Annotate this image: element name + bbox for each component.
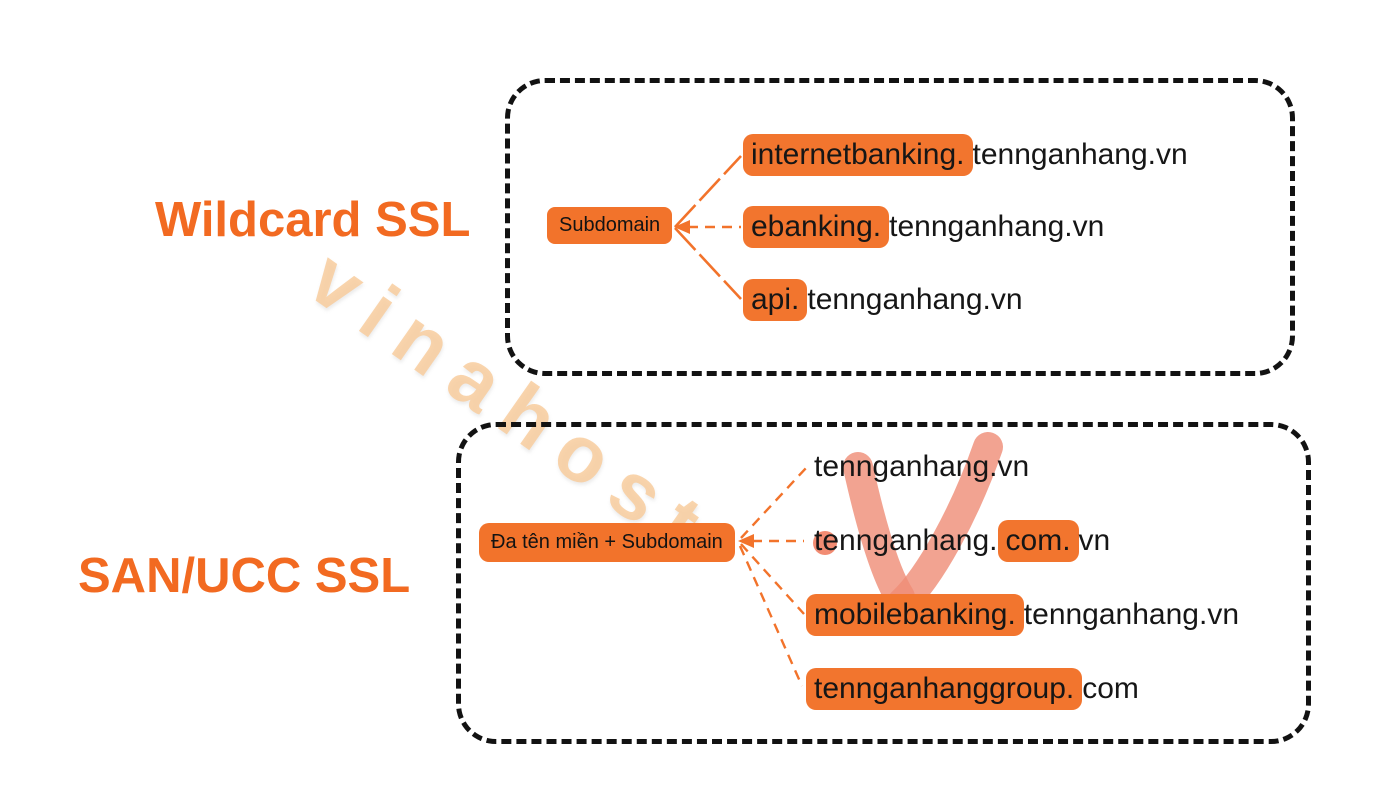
- wildcard-box: [505, 78, 1295, 376]
- domain-row: api.tennganhang.vn: [743, 279, 1023, 321]
- domain-row: internetbanking.tennganhang.vn: [743, 134, 1188, 176]
- domain-part-highlighted: internetbanking.: [743, 134, 973, 176]
- wildcard-ssl-title: Wildcard SSL: [155, 193, 471, 247]
- domain-row: tennganhang.vn: [806, 446, 1029, 488]
- domain-part-highlighted: com.: [997, 520, 1079, 562]
- domain-row: ebanking.tennganhang.vn: [743, 206, 1104, 248]
- domain-row: tennganhang.com.vn: [806, 520, 1110, 562]
- domain-part: tennganhang.vn: [814, 450, 1030, 483]
- domain-part-highlighted: api.: [743, 279, 808, 321]
- multi-domain-subdomain-badge: Đa tên miền + Subdomain: [479, 523, 735, 562]
- domain-part: tennganhang.: [814, 524, 998, 557]
- domain-row: tennganhanggroup.com: [806, 668, 1139, 710]
- domain-part: tennganhang.vn: [807, 283, 1023, 316]
- domain-part: tennganhang.vn: [1023, 598, 1239, 631]
- domain-part-highlighted: mobilebanking.: [806, 594, 1024, 636]
- vinahost-v-logo-icon: [813, 432, 1003, 618]
- domain-row: mobilebanking.tennganhang.vn: [806, 594, 1239, 636]
- subdomain-badge: Subdomain: [547, 207, 673, 244]
- san-ucc-box: [456, 422, 1311, 744]
- san-ucc-ssl-title: SAN/UCC SSL: [78, 549, 411, 603]
- domain-part-highlighted: tennganhanggroup.: [806, 668, 1083, 710]
- domain-part: com: [1082, 672, 1139, 705]
- domain-part-highlighted: ebanking.: [743, 206, 890, 248]
- domain-part: vn: [1078, 524, 1111, 557]
- domain-part: tennganhang.vn: [972, 138, 1188, 171]
- domain-part: tennganhang.vn: [889, 210, 1105, 243]
